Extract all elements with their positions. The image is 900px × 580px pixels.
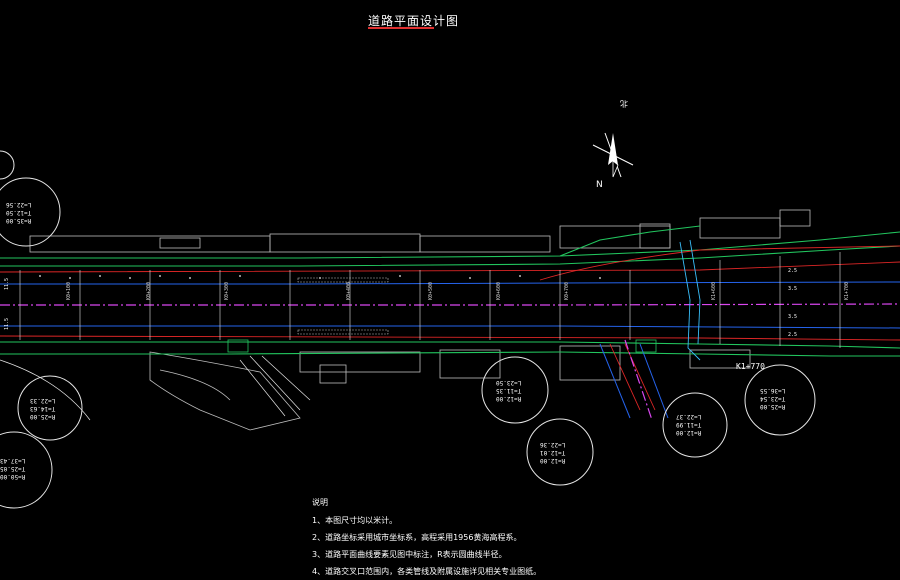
svg-text:11.5: 11.5 bbox=[4, 278, 10, 290]
curve-label-c3: R=50.00 T=25.05 L=37.43 bbox=[0, 457, 26, 480]
curve-label-c2: R=25.00 T=14.63 L=22.33 bbox=[30, 397, 56, 420]
svg-text:K1+600: K1+600 bbox=[711, 282, 717, 300]
north-label: 北 bbox=[620, 99, 628, 108]
svg-text:3.5: 3.5 bbox=[788, 314, 797, 320]
buildings-south bbox=[149, 345, 751, 431]
drawing-title: 道路平面设计图 bbox=[368, 14, 460, 28]
curve-label-c4: R=12.00 T=11.35 L=23.50 bbox=[496, 379, 522, 402]
side-road-southwest bbox=[0, 355, 311, 421]
curve-label-c1: R=35.00 T=12.50 L=22.56 bbox=[6, 201, 32, 224]
buildings-north bbox=[29, 209, 811, 253]
station-ticks bbox=[19, 252, 841, 348]
notes-heading: 说明 bbox=[312, 498, 328, 507]
title-underline bbox=[368, 27, 434, 29]
curve-circles bbox=[0, 150, 816, 509]
chainage-end-label: K1+770 bbox=[736, 362, 765, 371]
svg-text:K1+700: K1+700 bbox=[844, 282, 850, 300]
dimension-tags: 2.5 3.5 3.5 2.5 11.5 11.5 bbox=[4, 268, 797, 338]
lane-lines-red bbox=[0, 245, 900, 411]
curve-label-c5: R=12.00 T=12.01 L=22.36 bbox=[540, 441, 566, 464]
crosswalks bbox=[227, 339, 657, 353]
svg-text:2.5: 2.5 bbox=[788, 268, 797, 274]
road-edge-lines bbox=[0, 225, 900, 357]
svg-text:K0+400: K0+400 bbox=[346, 282, 352, 300]
note-item: 2、道路坐标采用城市坐标系，高程采用1956黄海高程系。 bbox=[312, 533, 522, 542]
curve-label-c6: R=12.00 T=11.99 L=22.37 bbox=[676, 413, 702, 436]
note-item: 4、道路交叉口范围内，各类管线及附属设施详见相关专业图纸。 bbox=[312, 567, 542, 576]
drawing-notes: 说明 1、本图尺寸均以米计。 2、道路坐标采用城市坐标系，高程采用1956黄海高… bbox=[312, 494, 541, 580]
svg-text:2.5: 2.5 bbox=[788, 332, 797, 338]
curve-label-c7: R=25.00 T=23.54 L=36.55 bbox=[760, 387, 786, 410]
footpath-lines bbox=[679, 239, 701, 361]
svg-text:K0+700: K0+700 bbox=[564, 282, 570, 300]
svg-text:3.5: 3.5 bbox=[788, 286, 797, 292]
svg-text:K0+100: K0+100 bbox=[66, 282, 72, 300]
svg-text:K0+500: K0+500 bbox=[428, 282, 434, 300]
hatch-strip-1 bbox=[297, 277, 389, 283]
note-item: 1、本图尺寸均以米计。 bbox=[312, 516, 398, 525]
annotation-marks: K0+100 K0+200 K0+300 K0+400 K0+500 K0+60… bbox=[66, 282, 850, 300]
svg-text:11.5: 11.5 bbox=[4, 318, 10, 330]
hatch-strip-2 bbox=[297, 329, 389, 335]
svg-text:K0+200: K0+200 bbox=[146, 282, 152, 300]
svg-text:K0+600: K0+600 bbox=[496, 282, 502, 300]
north-arrow-icon bbox=[592, 132, 634, 178]
north-letter: N bbox=[596, 180, 603, 190]
tree-row bbox=[39, 275, 601, 279]
svg-text:K0+300: K0+300 bbox=[224, 282, 230, 300]
note-item: 3、道路平面曲线要素见图中标注，R表示圆曲线半径。 bbox=[312, 550, 507, 559]
